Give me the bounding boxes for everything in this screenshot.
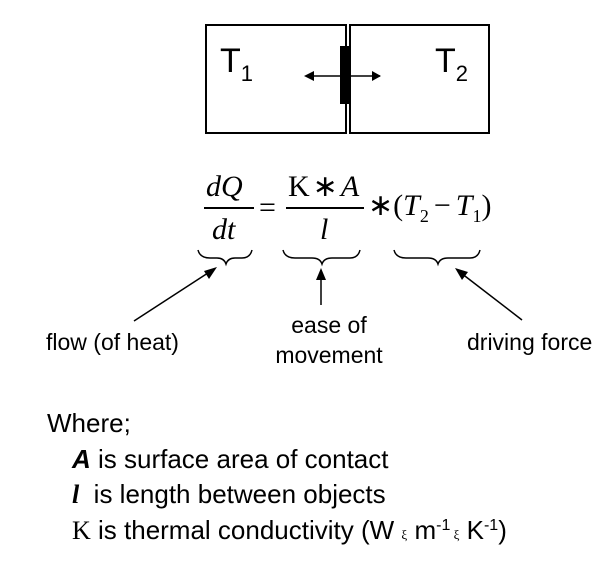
eq-rhs-fraction-bar xyxy=(286,207,364,209)
arrow-flow-head xyxy=(204,267,217,279)
legend-conductivity: K is thermal conductivity (W ξ m-1 ξ K-1… xyxy=(72,515,507,545)
heat-flow-arrow-left-head xyxy=(304,71,314,81)
eq-lhs-fraction-bar xyxy=(204,207,254,209)
eq-rhs-denominator: l xyxy=(320,213,329,246)
arrow-flow xyxy=(133,270,212,322)
label-ease-line2: movement xyxy=(275,341,383,368)
label-ease-line1: ease of xyxy=(291,312,367,338)
contact-barrier xyxy=(340,46,349,104)
arrow-driving-head xyxy=(455,268,468,280)
t1-label: T1 xyxy=(220,42,254,86)
eq-driving-term: ∗(T2−T1) xyxy=(368,189,492,226)
brace-ease xyxy=(282,249,361,267)
eq-lhs-numerator: dQ xyxy=(206,170,243,203)
label-driving: driving force xyxy=(467,329,593,355)
eq-rhs-numerator: K∗A xyxy=(288,170,360,203)
arrow-ease-head xyxy=(316,268,326,280)
t2-label: T2 xyxy=(435,42,469,86)
label-flow: flow (of heat) xyxy=(46,329,179,355)
legend-length: l is length between objects xyxy=(72,479,386,509)
eq-equals: = xyxy=(259,191,276,224)
brace-flow xyxy=(197,249,253,267)
eq-lhs-denominator: dt xyxy=(212,213,236,246)
legend-area: A is surface area of contact xyxy=(72,444,389,474)
left-object-box xyxy=(205,24,347,134)
brace-driving xyxy=(393,249,481,267)
legend-heading: Where; xyxy=(47,408,131,438)
label-ease: ease of movement xyxy=(268,311,390,371)
arrow-driving xyxy=(460,272,523,321)
